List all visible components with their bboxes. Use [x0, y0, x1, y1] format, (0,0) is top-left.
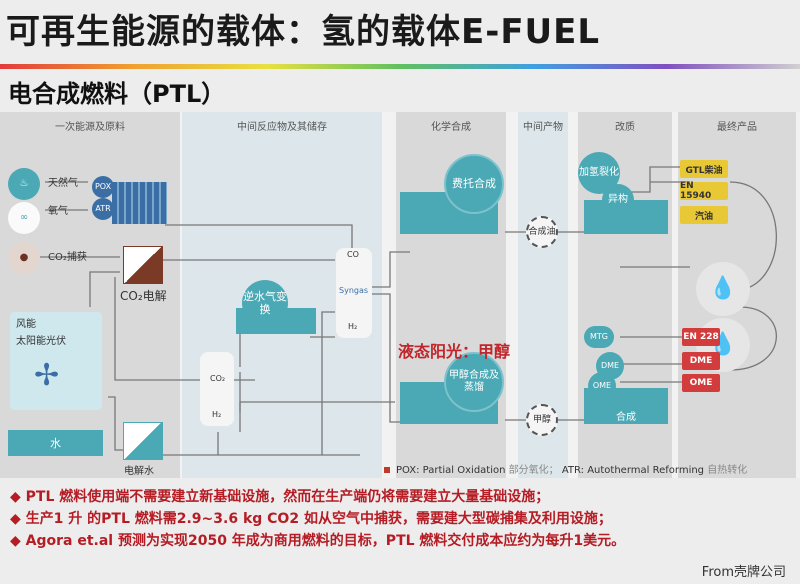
column-header: 一次能源及原料 — [55, 122, 125, 133]
h2-label: H₂ — [348, 322, 358, 331]
liquid-sunshine-label: 液态阳光：甲醇 — [398, 342, 511, 361]
co2-capture-label: CO₂捕获 — [48, 252, 87, 263]
source-credit: From壳牌公司 — [701, 565, 786, 580]
renewables-panel: 风能 太阳能光伏 ✢ — [10, 312, 102, 410]
bullet-text: Agora et.al 预测为实现2050 年成为商用燃料的目标，PTL 燃料交… — [25, 533, 626, 549]
diamond-icon: ◆ — [10, 533, 26, 549]
ptl-process-diagram: 一次能源及原料 中间反应物及其储存 化学合成 中间产物 改质 最终产品 ♨ 天然… — [0, 112, 800, 478]
legend-pox: POX: Partial Oxidation — [396, 465, 506, 476]
legend-marker-icon — [384, 467, 390, 473]
bullet-text: PTL 燃料使用端不需要建立新基础设施，然而在生产端仍将需要建立大量基础设施； — [25, 489, 550, 505]
legend-pox-cn: 部分氧化； — [508, 465, 559, 476]
bullet-2: ◆ 生产1 升 的PTL 燃料需2.9~3.6 kg CO2 如从空气中捕获，需… — [10, 508, 612, 528]
column-header: 化学合成 — [431, 122, 471, 133]
synthesis-label: 合成 — [616, 412, 636, 423]
oxygen-molecule-icon: ∞ — [8, 202, 40, 234]
wind-label: 风能 — [16, 319, 36, 330]
gasoline-tag: 汽油 — [680, 206, 728, 224]
yellow-fuel-nozzle-icon: 💧 — [696, 262, 750, 316]
gtl-diesel-tag: GTL柴油 — [680, 160, 728, 178]
bullet-3: ◆ Agora et.al 预测为实现2050 年成为商用燃料的目标，PTL 燃… — [10, 530, 625, 550]
column-header: 改质 — [615, 122, 635, 133]
h2-label: H₂ — [212, 410, 222, 419]
co2-electrolyzer-icon — [123, 246, 163, 284]
rwgs-unit: 逆水气变换 — [242, 280, 288, 326]
dme-fuel-tag: DME — [682, 352, 720, 370]
atr-reactor: ATR — [92, 198, 114, 220]
mtg-unit: MTG — [584, 326, 614, 348]
diamond-icon: ◆ — [10, 511, 26, 527]
oxygen-label: 氧气 — [48, 206, 68, 217]
bullet-1: ◆ PTL 燃料使用端不需要建立新基础设施，然而在生产端仍将需要建立大量基础设施… — [10, 486, 549, 506]
water-electrolysis-label: 电解水 — [124, 466, 154, 477]
reformer-plant-icon — [112, 182, 167, 224]
syncrude-node: 合成油 — [526, 216, 558, 248]
title-underline — [0, 64, 800, 69]
syngas-storage: CO Syngas H₂ — [336, 248, 372, 338]
natural-gas-label: 天然气 — [48, 178, 78, 189]
column-header: 中间产物 — [523, 122, 563, 133]
legend-atr-cn: 自热转化 — [707, 465, 748, 476]
diamond-icon: ◆ — [10, 489, 26, 505]
flow-lines — [40, 166, 777, 456]
co2-molecule-icon: ● — [8, 242, 40, 274]
en15940-tag: EN 15940 — [680, 181, 728, 201]
column-header: 最终产品 — [717, 122, 757, 133]
flame-icon: ♨ — [8, 168, 40, 200]
abbreviation-legend: POX: Partial Oxidation 部分氧化； ATR: Autoth… — [384, 461, 747, 476]
legend-atr: ATR: Autothermal Reforming — [561, 465, 705, 476]
slide-title: 可再生能源的载体：氢的载体E-FUEL — [6, 12, 601, 52]
bullet-text: 生产1 升 的PTL 燃料需2.9~3.6 kg CO2 如从空气中捕获，需要建… — [25, 511, 612, 527]
co2-label: CO₂ — [210, 374, 226, 383]
co2-h2-storage: CO₂ H₂ — [200, 352, 234, 426]
column-header: 中间反应物及其储存 — [237, 122, 327, 133]
syngas-label: Syngas — [339, 286, 369, 295]
wind-turbine-icon: ✢ — [34, 358, 60, 393]
methanol-node: 甲醇 — [526, 404, 558, 436]
isomerization-unit: 异构 — [602, 184, 634, 216]
pox-reactor: POX — [92, 176, 114, 198]
slide-subtitle: 电合成燃料（PTL） — [8, 80, 226, 108]
co-label: CO — [347, 250, 359, 259]
en228-tag: EN 228 — [682, 328, 720, 346]
water-block: 水 — [8, 430, 103, 456]
water-electrolyzer-icon — [123, 422, 163, 460]
ome-fuel-tag: OME — [682, 374, 720, 392]
ome-unit: OME — [588, 372, 616, 400]
methanol-synthesis-unit: 甲醇合成及蒸馏 — [444, 352, 504, 412]
co2-electrolysis-label: CO₂电解 — [120, 289, 167, 303]
solar-label: 太阳能光伏 — [16, 336, 66, 347]
fischer-tropsch-unit: 费托合成 — [444, 154, 504, 214]
